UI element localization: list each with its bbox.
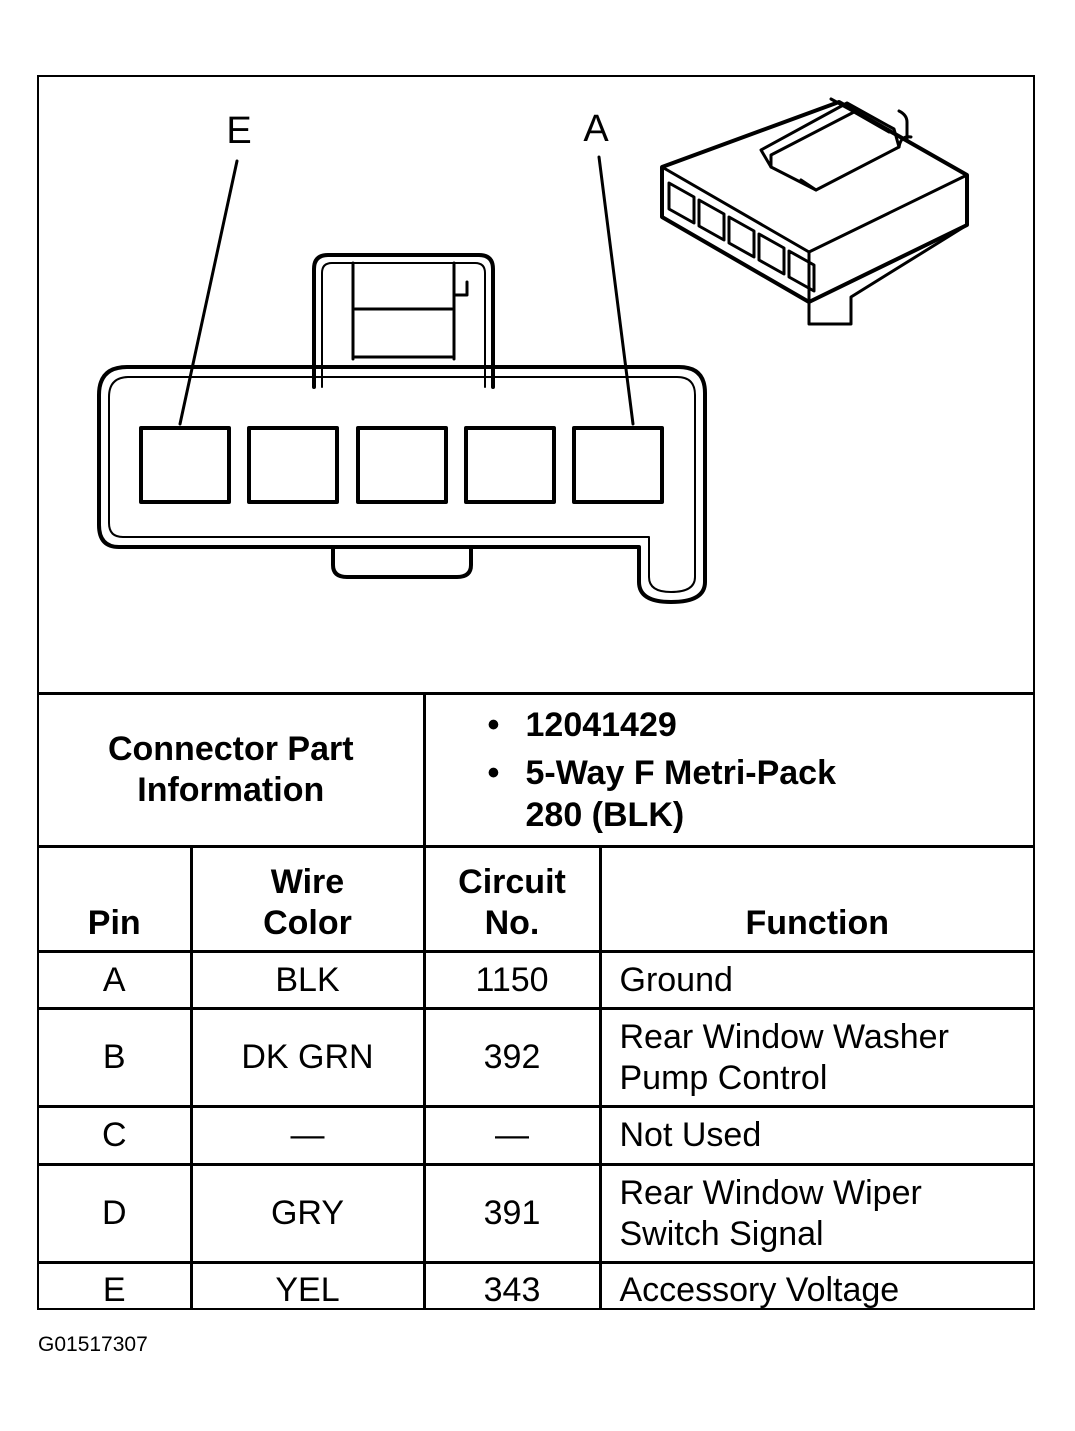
leader-line-a: [597, 155, 635, 426]
pin-cell: E: [39, 1261, 193, 1308]
callout-e: E: [226, 110, 251, 152]
function-line: Ground: [619, 960, 733, 999]
table-row: D GRY 391 Rear Window Wiper Switch Signa…: [39, 1163, 1033, 1264]
table-row: A BLK 1150 Ground: [39, 950, 1033, 1010]
function-line: Rear Window Wiper: [619, 1173, 922, 1212]
connector-latch-top: [312, 253, 495, 389]
connector-info-values: 12041429 5-Way F Metri-Pack 280 (BLK): [422, 692, 1034, 848]
connector-info-label-line: Connector Part: [107, 730, 354, 768]
pin-cell: D: [39, 1163, 193, 1264]
connector-description-item: 5-Way F Metri-Pack 280 (BLK): [488, 752, 1034, 836]
wire-color-cell: GRY: [189, 1163, 426, 1264]
part-number-item: 12041429: [488, 704, 1034, 746]
figure-id: G01517307: [38, 1333, 148, 1356]
cavity-b: [464, 426, 556, 504]
header-wire-color-line: Color: [263, 904, 352, 942]
header-function: Function: [598, 845, 1033, 953]
connector-info-row: Connector Part Information 12041429 5-Wa…: [39, 692, 1034, 848]
header-pin-label: Pin: [87, 904, 141, 942]
function-cell: Accessory Voltage: [598, 1261, 1033, 1309]
header-wire-color-line: Wire: [270, 863, 345, 901]
connector-body-face: [97, 365, 707, 604]
circuit-cell: 343: [422, 1261, 602, 1308]
header-pin: Pin: [39, 845, 193, 953]
function-cell: Rear Window Wiper Switch Signal: [598, 1163, 1033, 1264]
connector-description-line: 280 (BLK): [525, 796, 685, 834]
header-wire-color: Wire Color: [189, 845, 426, 953]
table-row: B DK GRN 392 Rear Window Washer Pump Con…: [39, 1007, 1033, 1108]
circuit-cell: 392: [422, 1007, 602, 1108]
wire-color-cell: BLK: [189, 950, 426, 1010]
header-function-label: Function: [745, 904, 890, 942]
wire-color-cell: —: [189, 1105, 426, 1166]
connector-diagram: E A: [97, 97, 969, 604]
connector-isometric-view: [660, 97, 969, 326]
function-line: Switch Signal: [619, 1214, 824, 1253]
function-line: Accessory Voltage: [619, 1271, 900, 1309]
wire-color-cell: DK GRN: [189, 1007, 426, 1108]
pin-cell: A: [39, 950, 193, 1010]
connector-info-label-line: Information: [137, 771, 325, 809]
cavity-c: [356, 426, 448, 504]
cavity-d: [247, 426, 339, 504]
circuit-cell: 1150: [422, 950, 602, 1010]
circuit-cell: 391: [422, 1163, 602, 1264]
leader-line-e: [178, 159, 239, 426]
pin-cell: C: [39, 1105, 193, 1166]
header-circuit-no-line: No.: [484, 904, 540, 942]
function-line: Not Used: [619, 1116, 762, 1154]
table-row: C — — Not Used: [39, 1105, 1033, 1166]
wire-color-cell: YEL: [189, 1261, 426, 1308]
connector-pinout-table: Connector Part Information 12041429 5-Wa…: [39, 692, 1034, 1309]
function-line: Rear Window Washer: [619, 1017, 949, 1056]
table-header-row: Pin Wire Color Circuit No. Function: [39, 845, 1033, 953]
part-number: 12041429: [525, 706, 677, 744]
connector-info-label: Connector Part Information: [39, 692, 426, 848]
connector-figure-frame: E A Connector Part Information 12041429 …: [37, 75, 1035, 1310]
function-line: Pump Control: [619, 1058, 828, 1097]
function-cell: Rear Window Washer Pump Control: [598, 1007, 1033, 1108]
function-cell: Ground: [598, 950, 1033, 1010]
connector-description-line: 5-Way F Metri-Pack: [525, 754, 837, 792]
header-circuit-no: Circuit No.: [422, 845, 602, 953]
header-circuit-no-line: Circuit: [458, 863, 566, 901]
callout-a: A: [583, 108, 609, 150]
pin-cell: B: [39, 1007, 193, 1108]
function-cell: Not Used: [598, 1105, 1033, 1166]
circuit-cell: —: [422, 1105, 602, 1166]
cavity-a: [572, 426, 664, 504]
cavity-e: [139, 426, 231, 504]
table-row: E YEL 343 Accessory Voltage: [39, 1261, 1033, 1309]
